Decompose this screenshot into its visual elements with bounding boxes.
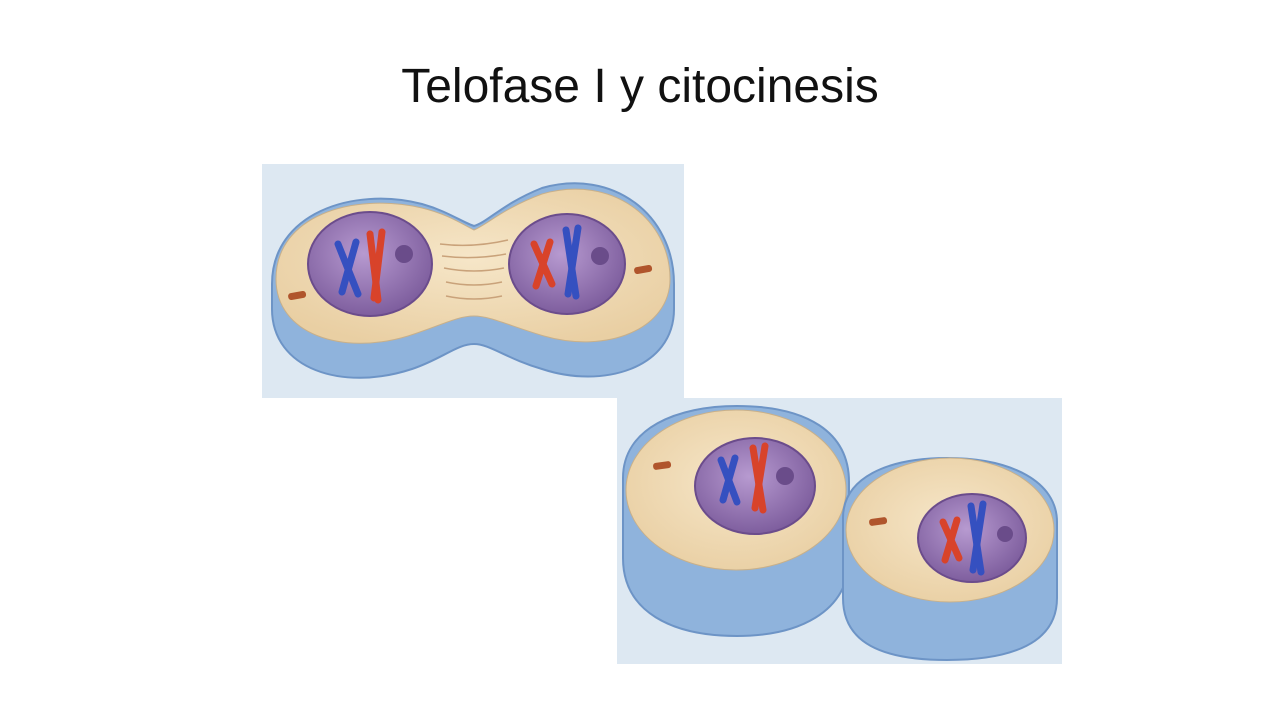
- telophase-cleavage-svg: [262, 164, 684, 398]
- nucleolus-left: [395, 245, 413, 263]
- spindle-fibers: [439, 239, 509, 300]
- centriole-right: [634, 264, 653, 275]
- nucleolus-daughter-left: [776, 467, 794, 485]
- chromosome-red-left: [366, 228, 386, 304]
- nucleolus-daughter-right: [997, 526, 1013, 542]
- daughter-cells-svg: [617, 398, 1062, 664]
- chromosome-blue-left: [334, 238, 362, 298]
- nucleus-right: [508, 213, 626, 315]
- daughter-cells-illustration: [617, 398, 1062, 664]
- chromosome-blue-right: [562, 224, 582, 300]
- centriole-daughter-right: [869, 517, 888, 526]
- centriole-left: [288, 290, 307, 301]
- daughter-cell-right: [842, 456, 1058, 662]
- chromosome-red-daughter-right: [939, 516, 963, 564]
- chromosome-red-right: [530, 238, 556, 290]
- chromosome-blue-daughter-right: [967, 500, 987, 576]
- slide-title: Telofase I y citocinesis: [401, 60, 879, 113]
- nucleus-left: [307, 211, 433, 317]
- chromosome-red-daughter-left: [749, 442, 769, 514]
- telophase-cleavage-illustration: [262, 164, 684, 398]
- daughter-cell-left: [622, 404, 850, 638]
- nucleolus-right: [591, 247, 609, 265]
- centriole-daughter-left: [653, 461, 672, 470]
- chromosome-blue-daughter-left: [717, 454, 741, 506]
